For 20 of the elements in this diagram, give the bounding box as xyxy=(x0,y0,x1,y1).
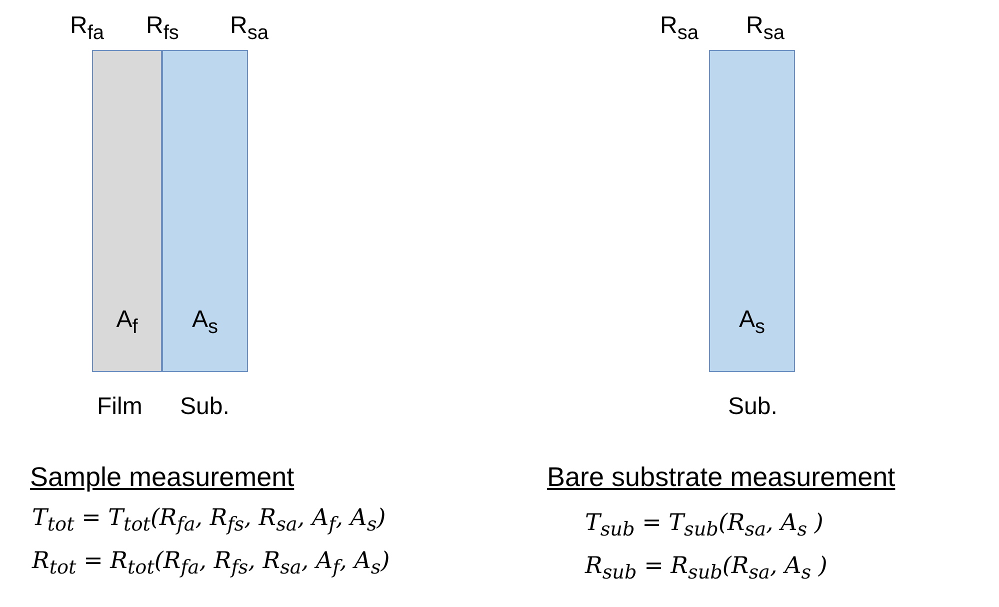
area-label: A$_{f}$ xyxy=(115,306,139,339)
section-heading: Bare substrate measurement xyxy=(547,462,896,493)
interface-label: R$_{sa}$ xyxy=(660,12,698,45)
area-label: A$_{s}$ xyxy=(190,306,219,339)
film-layer xyxy=(92,50,162,372)
equation: R$_{tot}$ = R$_{tot}$(R$_{fa}$, R$_{fs}$, R$_{sa}$, A$_{f}$, A$_{s}$) xyxy=(32,548,390,579)
equation: T$_{tot}$ = T$_{tot}$(R$_{fa}$, R$_{fs}$, R$_{sa}$, A$_{f}$, A$_{s}$) xyxy=(32,505,386,536)
area-label: A$_{s}$ xyxy=(738,306,766,339)
interface-label: R$_{sa}$ xyxy=(746,12,784,45)
interface-label: R$_{fa}$ xyxy=(70,12,104,45)
equation: R$_{sub}$ = R$_{sub}$(R$_{sa}$, A$_{s}$ ) xyxy=(585,553,828,584)
layer-caption: Sub. xyxy=(728,393,778,421)
equation: T$_{sub}$ = T$_{sub}$(R$_{sa}$, A$_{s}$ ) xyxy=(585,510,824,541)
interface-label: R$_{sa}$ xyxy=(230,12,268,45)
interface-label: R$_{fs}$ xyxy=(146,12,179,45)
substrate-layer xyxy=(709,50,795,372)
layer-caption: Film xyxy=(97,393,142,421)
layer-caption: Sub. xyxy=(180,393,230,421)
substrate-layer xyxy=(162,50,248,372)
section-heading: Sample measurement xyxy=(30,462,294,493)
